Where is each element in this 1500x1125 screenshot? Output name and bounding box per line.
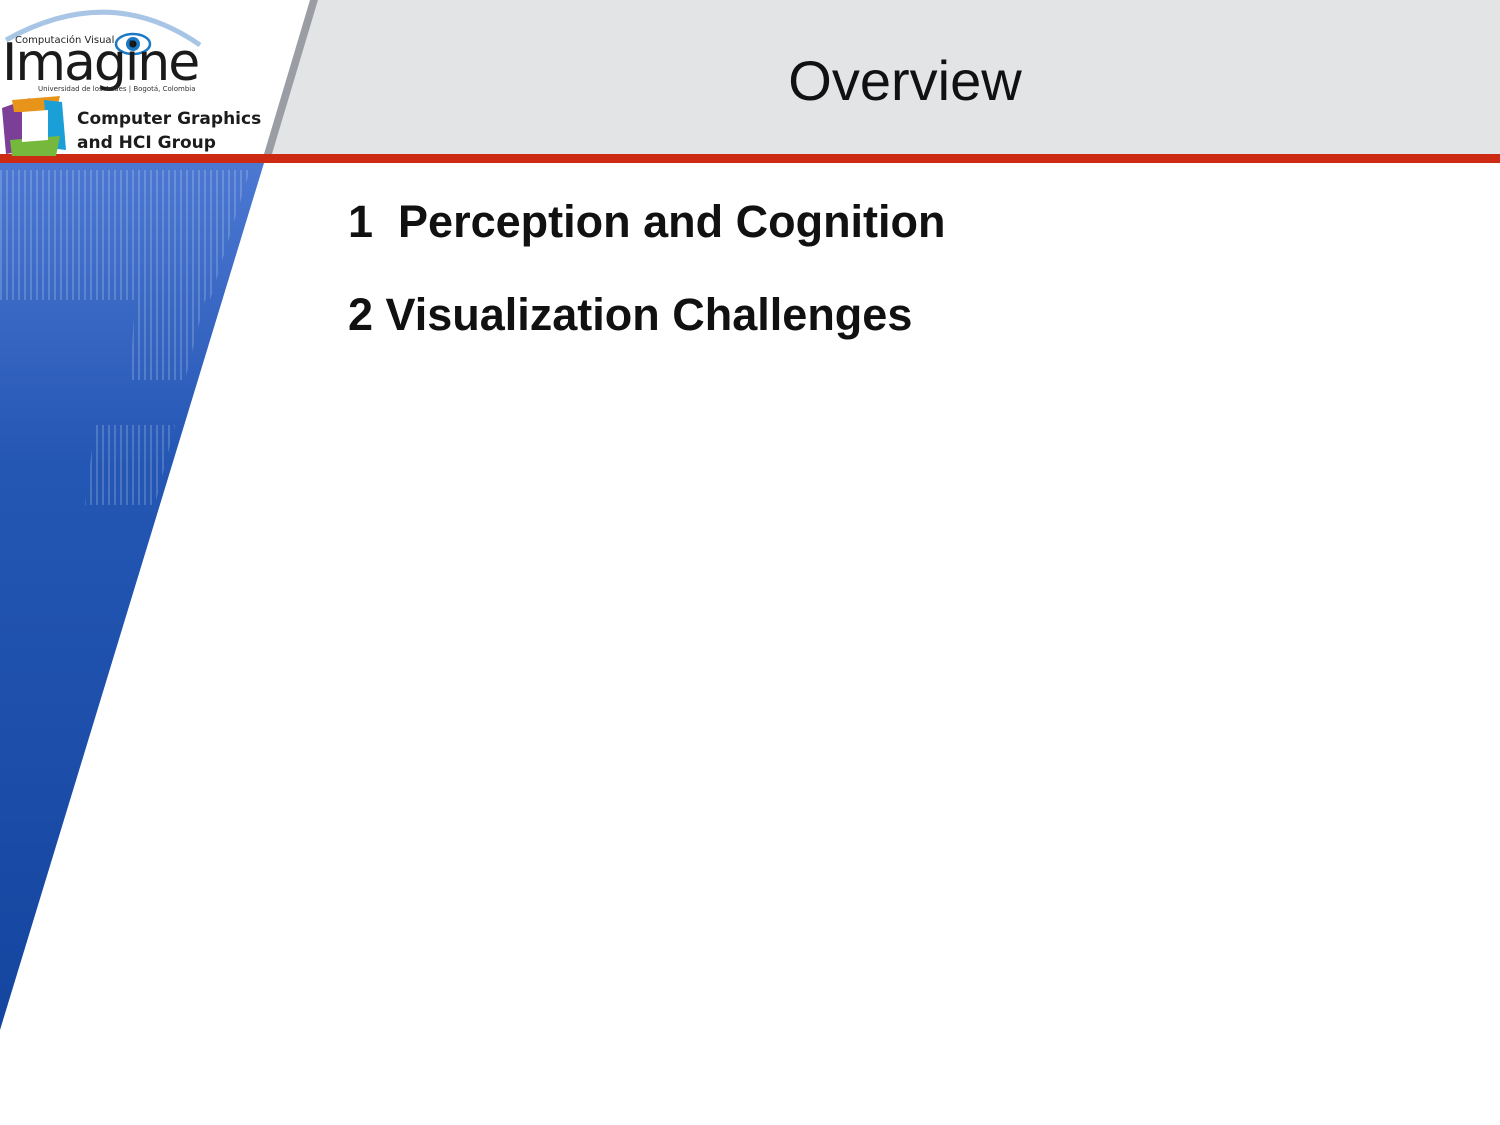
sidebar-texture	[0, 170, 250, 300]
header-band	[272, 0, 1500, 154]
sidebar-texture	[130, 300, 205, 380]
header-slant-edge	[264, 0, 318, 154]
sidebar-texture	[85, 425, 175, 505]
logo-affiliation: Universidad de los Andes | Bogotá, Colom…	[38, 85, 196, 93]
group-name-line1: Computer Graphics	[77, 109, 262, 129]
eye-icon	[114, 32, 152, 56]
logo-wordmark: Imagine	[2, 33, 200, 93]
group-emblem-icon	[2, 96, 66, 156]
outline-item-2: 2 Visualization Challenges	[348, 289, 913, 340]
slide-title: Overview	[788, 49, 1022, 112]
group-name-line2: and HCI Group	[77, 133, 216, 153]
header-red-rule	[0, 154, 1500, 163]
sidebar-blue-wedge	[0, 163, 264, 1030]
outline-item-1: 1 Perception and Cognition	[348, 196, 946, 247]
logo-top-caption: Computación Visual	[15, 35, 115, 46]
logo-arc	[4, 9, 202, 48]
